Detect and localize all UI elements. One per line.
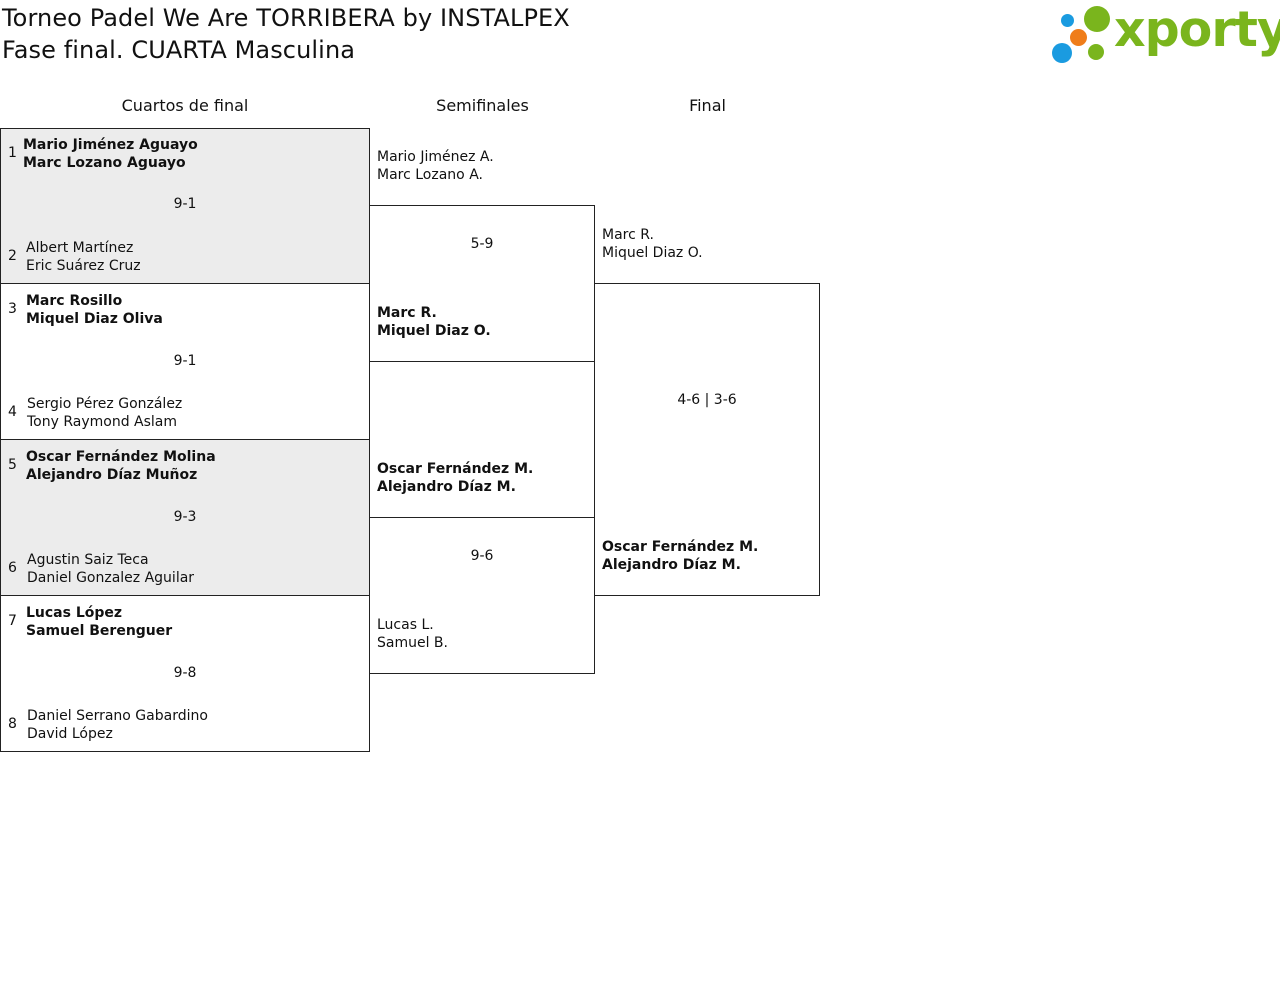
phase-subtitle: Fase final. CUARTA Masculina xyxy=(2,36,356,64)
player-name: Marc R. xyxy=(602,227,654,243)
seed-number: 7 xyxy=(8,613,17,629)
player-name: Marc R. xyxy=(377,305,437,321)
round-heading-final: Final xyxy=(689,96,726,115)
match-score: 9-1 xyxy=(173,196,197,212)
player-name: Daniel Gonzalez Aguilar xyxy=(27,570,195,586)
logo-dot-orange xyxy=(1070,29,1087,46)
logo-wordmark: xporty xyxy=(1114,1,1280,58)
match-score: 4-6 | 3-6 xyxy=(677,392,737,408)
player-name: Daniel Serrano Gabardino xyxy=(27,708,208,724)
quarterfinal-match-1: 1 Mario Jiménez Aguayo Marc Lozano Aguay… xyxy=(0,128,370,284)
quarterfinal-match-4: 7 Lucas López Samuel Berenguer 9-8 8 Dan… xyxy=(0,595,370,752)
match-score: 9-8 xyxy=(173,665,197,681)
semifinal-1-top-pair: Mario Jiménez A. Marc Lozano A. xyxy=(377,148,494,184)
player-name: Mario Jiménez Aguayo xyxy=(23,137,198,153)
player-name: Sergio Pérez González xyxy=(27,396,183,412)
player-name: Eric Suárez Cruz xyxy=(26,258,141,274)
winner-pair: Mario Jiménez Aguayo Marc Lozano Aguayo xyxy=(23,136,198,172)
player-name: Alejandro Díaz M. xyxy=(377,479,516,495)
seed-number: 1 xyxy=(8,145,17,161)
loser-pair: Agustin Saiz Teca Daniel Gonzalez Aguila… xyxy=(27,551,194,587)
round-heading-semifinals: Semifinales xyxy=(436,96,529,115)
player-name: Oscar Fernández Molina xyxy=(26,449,216,465)
seed-number: 3 xyxy=(8,301,17,317)
player-name: Samuel Berenguer xyxy=(26,623,173,639)
player-name: Alejandro Díaz Muñoz xyxy=(26,467,198,483)
player-name: Miquel Diaz O. xyxy=(377,323,491,339)
player-name: Lucas López xyxy=(26,605,123,621)
winner-pair: Oscar Fernández Molina Alejandro Díaz Mu… xyxy=(26,448,216,484)
player-name: Marc Lozano Aguayo xyxy=(23,155,186,171)
match-score: 9-6 xyxy=(470,548,494,564)
round-heading-quarterfinals: Cuartos de final xyxy=(121,96,249,115)
semifinal-2-winner-pair: Oscar Fernández M. Alejandro Díaz M. xyxy=(377,460,533,496)
semifinal-2-bottom-pair: Lucas L. Samuel B. xyxy=(377,616,448,652)
player-name: Tony Raymond Aslam xyxy=(27,414,178,430)
final-match: 4-6 | 3-6 xyxy=(594,283,820,596)
player-name: Agustin Saiz Teca xyxy=(27,552,149,568)
loser-pair: Sergio Pérez González Tony Raymond Aslam xyxy=(27,395,182,431)
seed-number: 8 xyxy=(8,716,17,732)
semifinal-1-winner-pair: Marc R. Miquel Diaz O. xyxy=(377,304,491,340)
loser-pair: Daniel Serrano Gabardino David López xyxy=(27,707,208,743)
player-name: Oscar Fernández M. xyxy=(377,461,534,477)
player-name: Alejandro Díaz M. xyxy=(602,557,741,573)
xporty-logo: xporty xyxy=(1052,1,1280,66)
seed-number: 6 xyxy=(8,560,17,576)
logo-dot-green-small xyxy=(1088,44,1104,60)
seed-number: 2 xyxy=(8,248,17,264)
quarterfinal-match-2: 3 Marc Rosillo Miquel Diaz Oliva 9-1 4 S… xyxy=(0,283,370,440)
logo-dot-green xyxy=(1084,6,1110,32)
match-score: 9-3 xyxy=(173,509,197,525)
player-name: Oscar Fernández M. xyxy=(602,539,759,555)
player-name: Miquel Diaz Oliva xyxy=(26,311,163,327)
logo-dot-blue-large xyxy=(1052,43,1072,63)
match-score: 9-1 xyxy=(173,353,197,369)
player-name: Marc Rosillo xyxy=(26,293,123,309)
player-name: Lucas L. xyxy=(377,617,434,633)
winner-pair: Marc Rosillo Miquel Diaz Oliva xyxy=(26,292,163,328)
player-name: Samuel B. xyxy=(377,635,448,651)
player-name: Marc Lozano A. xyxy=(377,167,483,183)
loser-pair: Albert Martínez Eric Suárez Cruz xyxy=(26,239,141,275)
seed-number: 4 xyxy=(8,404,17,420)
player-name: Albert Martínez xyxy=(26,240,134,256)
seed-number: 5 xyxy=(8,457,17,473)
player-name: Miquel Diaz O. xyxy=(602,245,703,261)
tournament-title: Torneo Padel We Are TORRIBERA by INSTALP… xyxy=(2,4,570,32)
quarterfinal-match-3: 5 Oscar Fernández Molina Alejandro Díaz … xyxy=(0,439,370,596)
final-winner-pair: Oscar Fernández M. Alejandro Díaz M. xyxy=(602,538,758,574)
player-name: David López xyxy=(27,726,113,742)
final-top-pair: Marc R. Miquel Diaz O. xyxy=(602,226,703,262)
winner-pair: Lucas López Samuel Berenguer xyxy=(26,604,172,640)
match-score: 5-9 xyxy=(470,236,494,252)
logo-dot-blue xyxy=(1061,14,1074,27)
player-name: Mario Jiménez A. xyxy=(377,149,494,165)
